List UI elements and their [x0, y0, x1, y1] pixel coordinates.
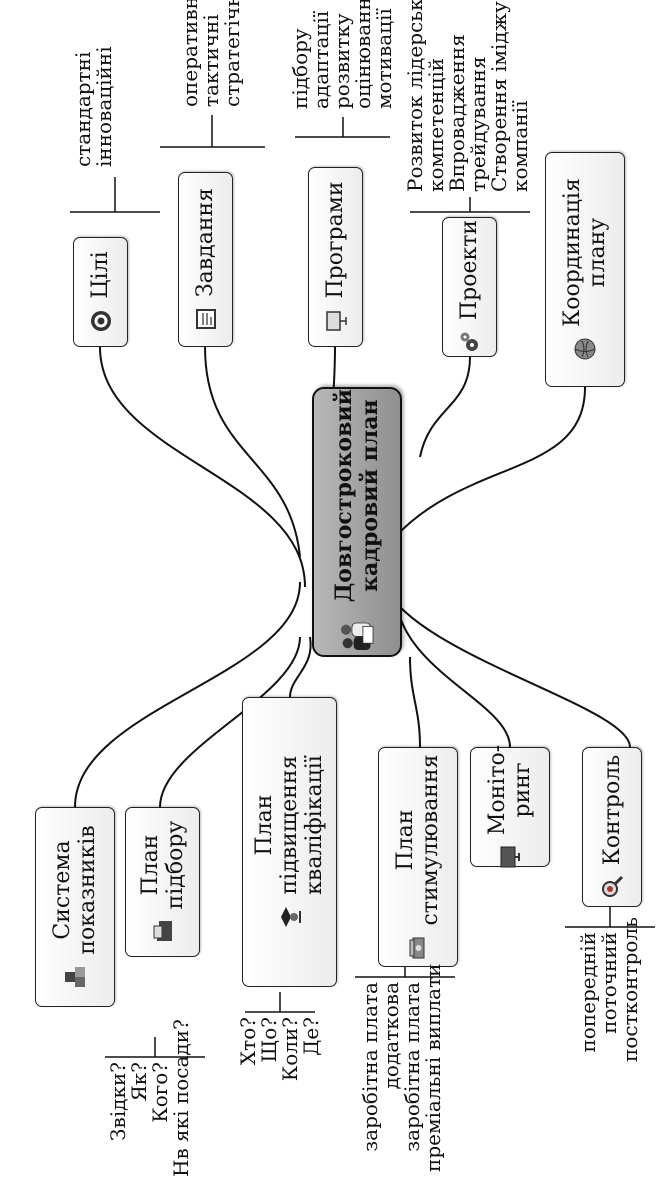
list-item: Звідки? [106, 1062, 130, 1141]
bracket-control [565, 907, 655, 928]
central-node: Довгостроковий кадровий план [312, 387, 402, 657]
projects-list: Розвиток лідерських компетенцій Впровадж… [403, 0, 532, 192]
list-item: попередній [576, 932, 600, 1053]
money-icon [406, 936, 430, 960]
incentives-list: заробітна плата додаткова заробітна плат… [358, 963, 445, 1172]
target-icon [89, 309, 113, 333]
globe-icon [573, 337, 597, 361]
goals-list: стандартні інноваційні [71, 46, 116, 167]
link-indicators [74, 581, 301, 808]
node-selection[interactable]: План підбору [125, 807, 200, 957]
node-programs[interactable]: Програми [308, 167, 363, 347]
node-training[interactable]: План підвищення кваліфікації [242, 697, 337, 987]
people-icon [340, 622, 374, 650]
bracket-goals [70, 177, 160, 213]
node-coordination[interactable]: Координація плану [545, 152, 625, 387]
node-control[interactable]: Контроль [582, 747, 642, 907]
list-item: Хто? [236, 1017, 260, 1066]
node-label: Завдання [193, 187, 218, 298]
link-goals [99, 346, 306, 588]
selection-list: Звідки? Як? Кого? Нв які посади? [106, 1019, 193, 1177]
node-indicators[interactable]: Система показників [35, 807, 115, 1007]
list-item: додаткова [379, 982, 403, 1090]
list-item: компанії [508, 100, 532, 192]
node-label: Координація плану [560, 178, 610, 327]
central-title: Довгостроковий кадровий план [331, 389, 383, 603]
node-label: Цілі [88, 251, 113, 299]
bracket-programs [295, 117, 390, 138]
list-item: стандартні [71, 51, 95, 167]
list-item: Де? [299, 1017, 323, 1056]
magnifier-icon [600, 875, 624, 899]
node-label: План підвищення кваліфікації [252, 755, 327, 895]
list-item: постконтроль [618, 916, 642, 1062]
link-selection [159, 636, 301, 808]
tasks-list: оперативні тактичні стратегічні [178, 0, 244, 107]
training-list: Хто? Що? Коли? Де? [236, 1017, 323, 1082]
node-projects[interactable]: Проекти [442, 217, 497, 357]
list-item: Коли? [278, 1017, 302, 1082]
list-item: інноваційні [92, 46, 116, 167]
node-label: Система показників [50, 825, 100, 955]
list-item: Розвиток лідерських [403, 0, 427, 192]
bracket-selection [105, 1037, 205, 1058]
list-item: підбору [288, 28, 312, 109]
node-label: Моніто- ринг [485, 744, 535, 836]
list-item: Що? [257, 1017, 281, 1063]
easel-icon [324, 309, 348, 333]
link-monitoring [399, 616, 511, 748]
link-incentives [409, 656, 421, 748]
node-label: План підбору [137, 820, 188, 910]
link-training [289, 636, 312, 698]
list-item: трейдування [466, 56, 490, 192]
link-coordination [394, 386, 586, 538]
folder-icon [151, 919, 175, 943]
node-incentives[interactable]: План стимулювання [378, 747, 458, 967]
bracket-tasks [160, 115, 265, 148]
node-label: Проекти [457, 219, 482, 321]
list-item: мотивації [372, 8, 396, 109]
node-tasks[interactable]: Завдання [178, 172, 233, 347]
bracket-training [245, 992, 315, 1013]
gears-icon [458, 330, 482, 354]
node-label: План стимулювання [393, 754, 443, 926]
list-item: заробітна плата [400, 982, 424, 1152]
list-item: Створення іміджу [487, 1, 511, 192]
list-item: адаптації [309, 10, 333, 109]
node-goals[interactable]: Цілі [73, 237, 128, 347]
list-item: поточний [597, 932, 621, 1034]
graduate-icon [278, 905, 302, 929]
node-label: Програми [323, 181, 348, 299]
list-item: Як? [127, 1062, 151, 1102]
list-item: стратегічні [220, 0, 244, 107]
control-list: попередній поточний постконтроль [576, 916, 642, 1062]
list-item: заробітна плата [358, 982, 382, 1152]
node-monitoring[interactable]: Моніто- ринг [470, 744, 550, 869]
list-item: преміальні виплати [421, 963, 445, 1172]
list-item: компетенцій [424, 57, 448, 192]
list-item: оцінювання [351, 0, 375, 109]
node-label: Контроль [599, 754, 625, 866]
link-projects [419, 356, 471, 458]
list-item: Впровадження [445, 34, 469, 192]
list-item: оперативні [178, 0, 202, 107]
clipboard-icon [194, 307, 218, 331]
link-control [384, 586, 631, 748]
monitor-icon [498, 845, 522, 869]
list-item: Кого? [148, 1062, 172, 1123]
blocks-icon [63, 965, 87, 989]
link-tasks [204, 346, 301, 558]
list-item: розвитку [330, 13, 354, 109]
list-item: тактичні [199, 14, 223, 107]
bracket-projects [410, 197, 530, 213]
list-item: Нв які посади? [169, 1019, 193, 1177]
programs-list: підбору адаптації розвитку оцінювання мо… [288, 0, 396, 109]
